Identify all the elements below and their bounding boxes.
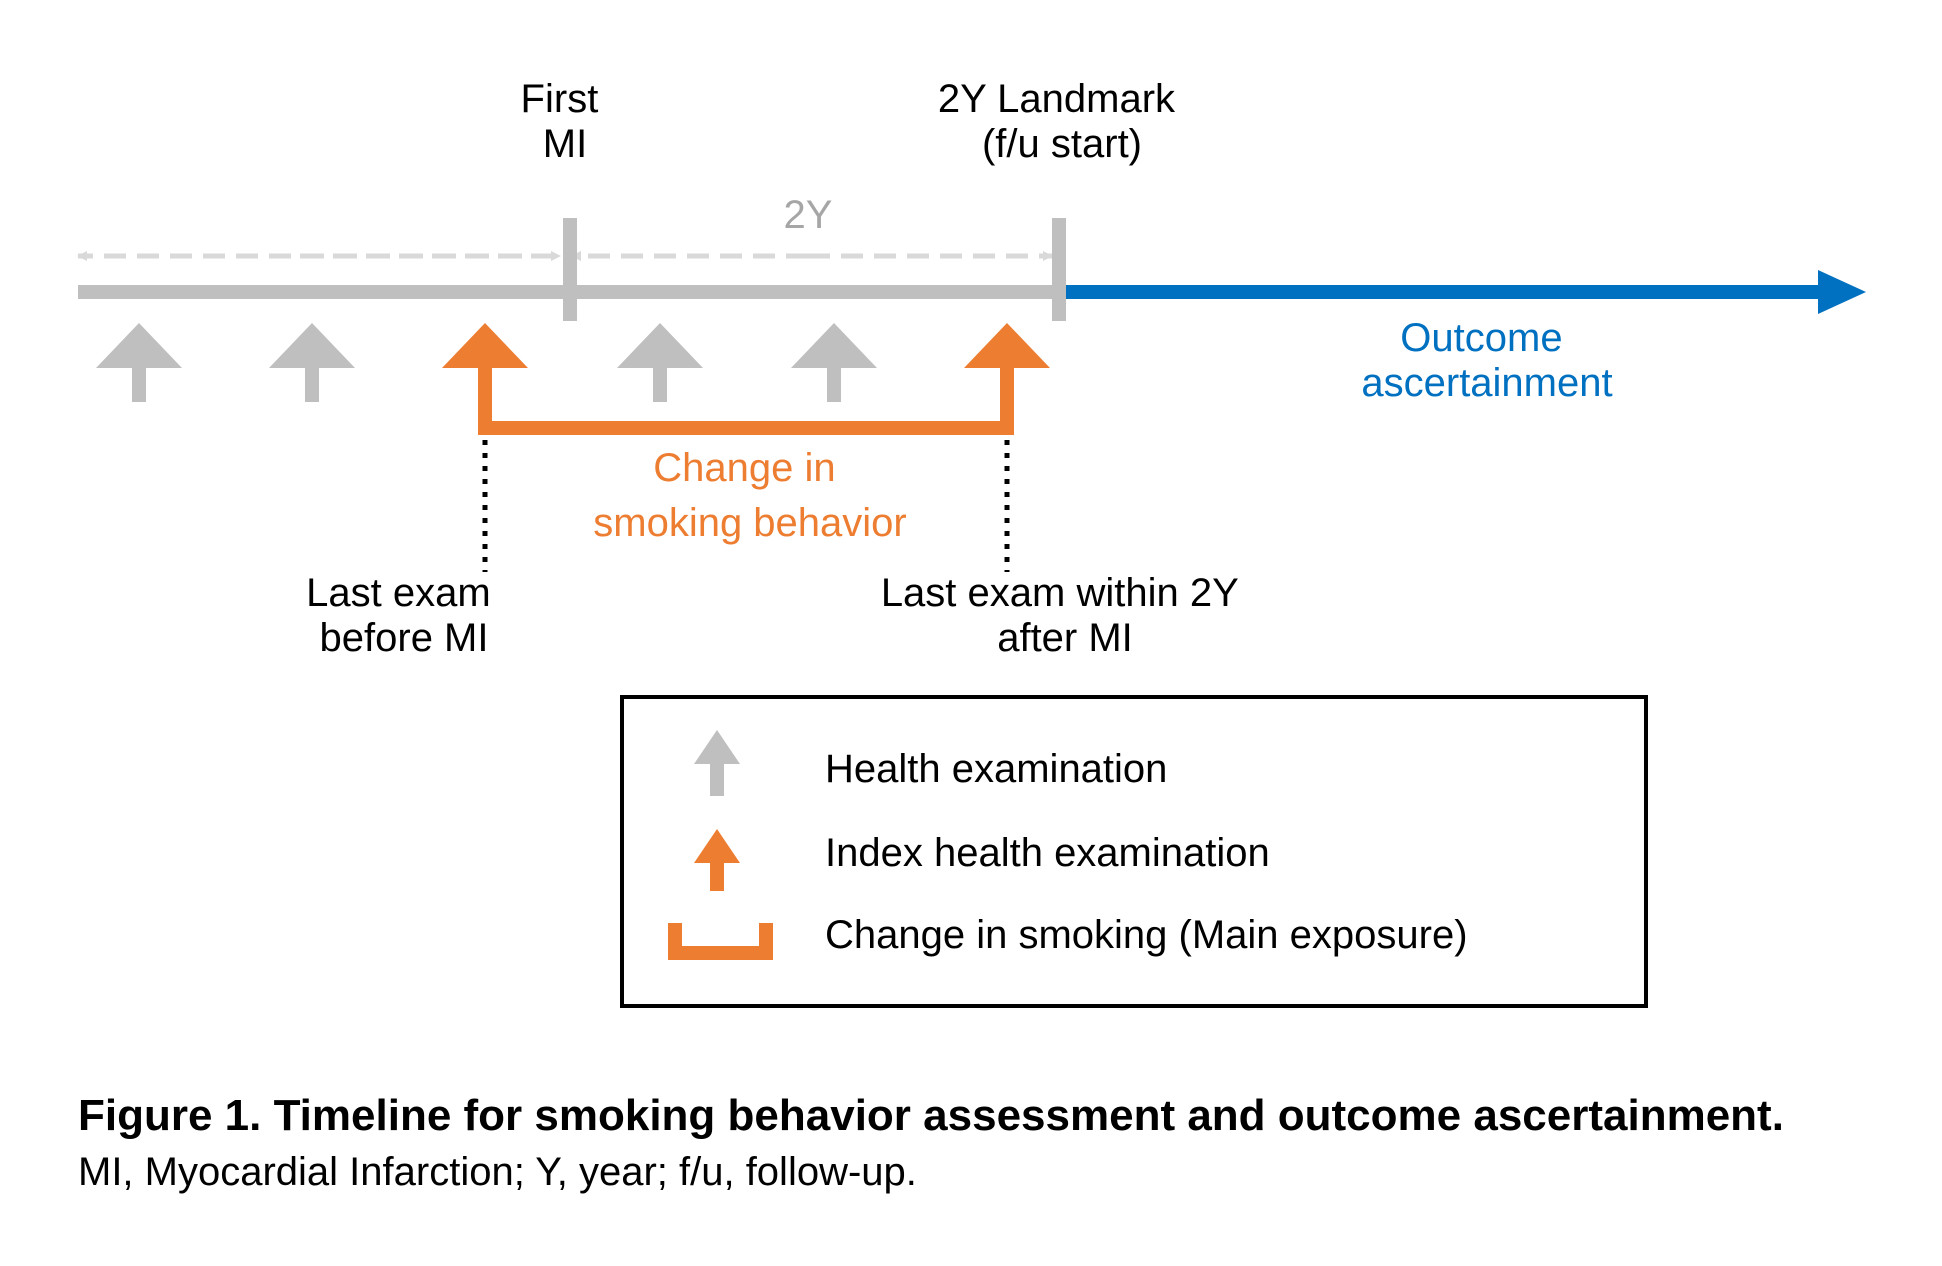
health-exam-arrow (791, 323, 877, 402)
figure-caption: Figure 1. Timeline for smoking behavior … (78, 1088, 1898, 1200)
legend-change-bracket-icon (668, 923, 773, 960)
legend-box (620, 695, 1648, 1008)
landmark-label: 2Y Landmark (f/u start) (938, 77, 1186, 166)
index-exam-arrow-before (442, 323, 528, 435)
landmark-tick (1052, 218, 1066, 321)
follow-up-arrow-head (1818, 270, 1866, 314)
legend-index-exam-icon (694, 829, 740, 891)
legend-health-exam-label: Health examination (825, 747, 1167, 791)
health-exam-arrow (617, 323, 703, 402)
health-exam-arrow (96, 323, 182, 402)
health-exam-arrow (269, 323, 355, 402)
outcome-label: Outcome ascertainment (1361, 316, 1612, 405)
caption-title: Figure 1. Timeline for smoking behavior … (78, 1091, 1784, 1140)
first-mi-label: First MI (521, 77, 610, 166)
change-label: Change in smoking behavior (593, 446, 907, 545)
first-mi-tick (563, 218, 577, 321)
legend-index-exam-label: Index health examination (825, 831, 1270, 875)
legend-health-exam-icon (694, 730, 740, 796)
interval-label: 2Y (784, 193, 833, 237)
caption-note: MI, Myocardial Infarction; Y, year; f/u,… (78, 1150, 917, 1194)
change-bracket-bar (478, 421, 1014, 435)
legend-change-label: Change in smoking (Main exposure) (825, 913, 1468, 957)
last-exam-before-label: Last exam before MI (306, 571, 502, 660)
last-exam-after-label: Last exam within 2Y after MI (881, 571, 1249, 660)
follow-up-arrow-shaft (1066, 285, 1822, 299)
index-exam-arrow-after (964, 323, 1050, 435)
